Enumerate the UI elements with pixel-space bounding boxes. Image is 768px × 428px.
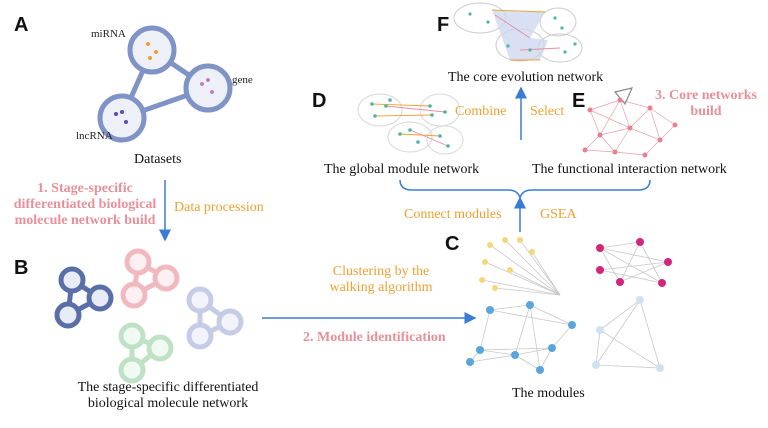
panel-label-f: F xyxy=(437,14,450,36)
panel-label-b: B xyxy=(14,257,29,279)
core-evolution-network-graphic xyxy=(453,2,583,63)
panel-label-a: A xyxy=(14,14,29,36)
global-module-network-graphic xyxy=(357,93,464,155)
lncrna-label: lncRNA xyxy=(76,130,113,142)
data-procession-label: Data procession xyxy=(174,200,264,215)
step3-line1: 3. Core networks xyxy=(654,88,757,103)
stage-network-caption-line2: biological molecule network xyxy=(87,396,249,412)
gsea-label: GSEA xyxy=(540,207,577,222)
select-label: Select xyxy=(530,104,565,119)
dataset-network-icon xyxy=(97,25,233,143)
panel-label-c: C xyxy=(445,233,460,255)
clustering-line1: Clustering by the xyxy=(332,264,430,279)
step1-line1: 1. Stage-specific xyxy=(37,181,133,196)
datasets-caption: Datasets xyxy=(134,152,182,167)
clustering-line2: walking algorithm xyxy=(329,280,433,296)
core-evolution-network-caption: The core evolution network xyxy=(448,70,604,85)
step1-line3: molecule network build xyxy=(14,213,156,229)
panel-label-e: E xyxy=(572,90,586,112)
step3-line2: build xyxy=(690,104,722,120)
modules-caption: The modules xyxy=(512,386,585,401)
step1-line2: differentiated biological xyxy=(13,197,157,213)
stage-network-caption-line1: The stage-specific differentiated xyxy=(77,380,259,395)
connect-modules-label: Connect modules xyxy=(404,207,502,222)
networks-bracket xyxy=(399,179,651,199)
step1-label: 1. Stage-specific differentiated biologi… xyxy=(6,181,164,229)
functional-interaction-network-graphic xyxy=(582,87,678,158)
step3-label: 3. Core networks build xyxy=(650,88,762,120)
panel-label-d: D xyxy=(312,90,327,112)
clustering-label: Clustering by the walking algorithm xyxy=(318,264,444,296)
functional-network-caption: The functional interaction network xyxy=(532,162,727,177)
combine-label: Combine xyxy=(455,104,507,119)
lncrna-node xyxy=(97,93,147,143)
step2-label: 2. Module identification xyxy=(303,330,446,345)
gene-label: gene xyxy=(232,74,253,86)
stage-network-caption: The stage-specific differentiated biolog… xyxy=(60,380,276,412)
gene-node xyxy=(183,63,233,113)
modules-graphic xyxy=(466,237,672,374)
stage-networks-icon xyxy=(54,248,244,384)
mirna-node xyxy=(127,25,177,75)
mirna-label: miRNA xyxy=(91,28,126,40)
global-module-network-caption: The global module network xyxy=(324,162,480,177)
